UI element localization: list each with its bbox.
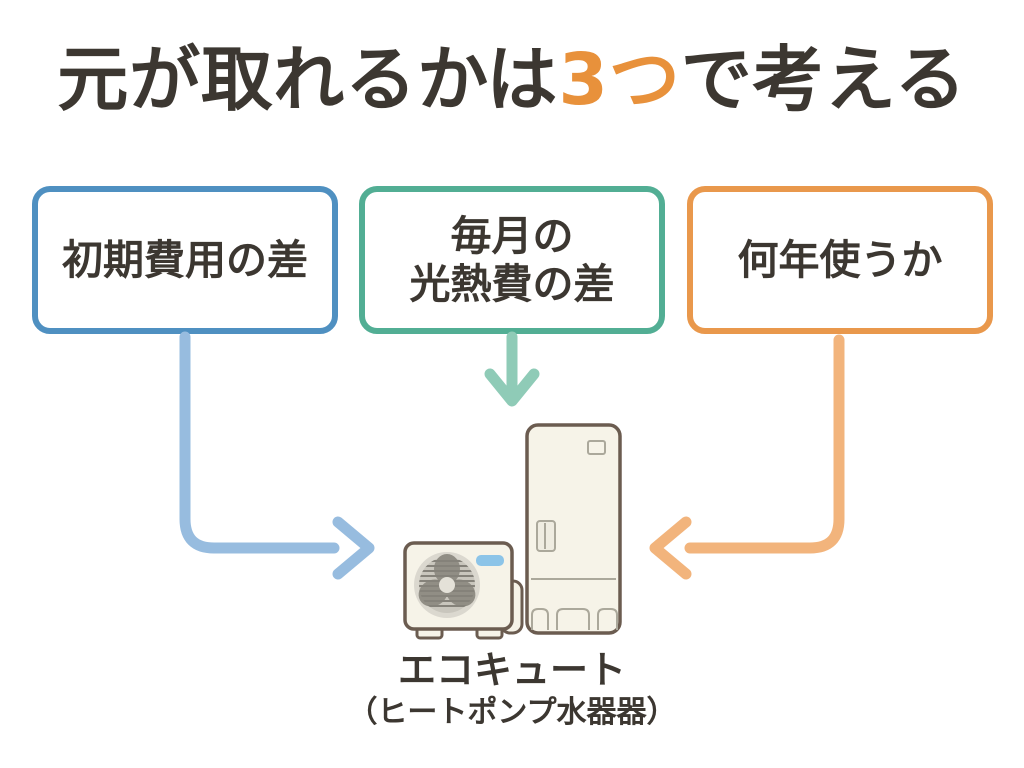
- factor-box-initial-cost: 初期費用の差: [32, 186, 338, 334]
- arrow-initial-cost-icon: [179, 331, 375, 580]
- ecocute-illustration-icon: [403, 423, 622, 640]
- factor-box-monthly-utility: 毎月の 光熱費の差: [359, 186, 665, 334]
- caption: エコキュート （ヒートポンプ水器器）: [0, 651, 1024, 728]
- heat-pump-outdoor-unit-icon: [403, 541, 524, 640]
- brand-label-icon: [476, 555, 504, 566]
- factor-box-label: 何年使うか: [737, 235, 943, 284]
- factor-box-label: 初期費用の差: [62, 235, 308, 284]
- factor-box-years-of-use: 何年使うか: [687, 186, 993, 334]
- title-prefix: 元が取れるかは: [57, 38, 559, 121]
- arrow-years-of-use-icon: [649, 334, 845, 580]
- arrow-monthly-utility-icon: [484, 331, 540, 407]
- title-highlight: 3つ: [558, 38, 681, 121]
- page-title: 元が取れるかは3つで考える: [0, 38, 1024, 122]
- caption-subtitle: （ヒートポンプ水器器）: [347, 695, 677, 730]
- factor-box-label-line1: 毎月の: [450, 211, 574, 260]
- title-suffix: で考える: [680, 38, 967, 121]
- factor-box-label-line2: 光熱費の差: [409, 260, 615, 308]
- water-tank-icon: [525, 423, 622, 635]
- caption-title: エコキュート: [397, 648, 626, 692]
